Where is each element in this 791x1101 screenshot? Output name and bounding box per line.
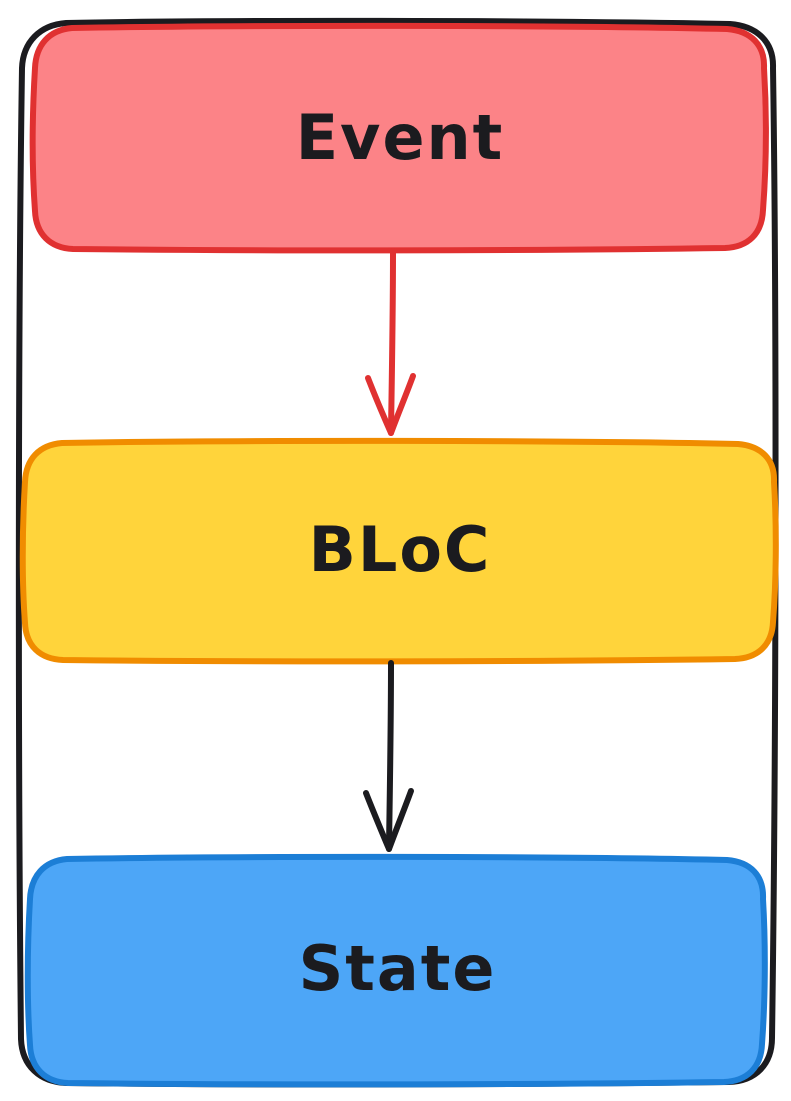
edge-event-to-bloc (365, 248, 416, 436)
edge-bloc-to-state-line (386, 660, 394, 849)
edge-bloc-to-state (363, 660, 414, 852)
node-state[interactable] (30, 856, 765, 1082)
edge-event-to-bloc-line (388, 248, 396, 433)
edge-bloc-to-state-arrowhead-right (386, 788, 414, 852)
node-event-shape[interactable] (29, 22, 769, 254)
edge-event-to-bloc-arrowhead (365, 375, 394, 436)
node-bloc[interactable] (25, 440, 775, 660)
node-state-shape[interactable] (24, 853, 768, 1088)
node-bloc-shape[interactable] (19, 437, 779, 665)
edge-event-to-bloc-arrowhead-right (388, 373, 416, 436)
node-event[interactable] (35, 28, 765, 248)
edge-bloc-to-state-arrowhead (363, 790, 392, 852)
